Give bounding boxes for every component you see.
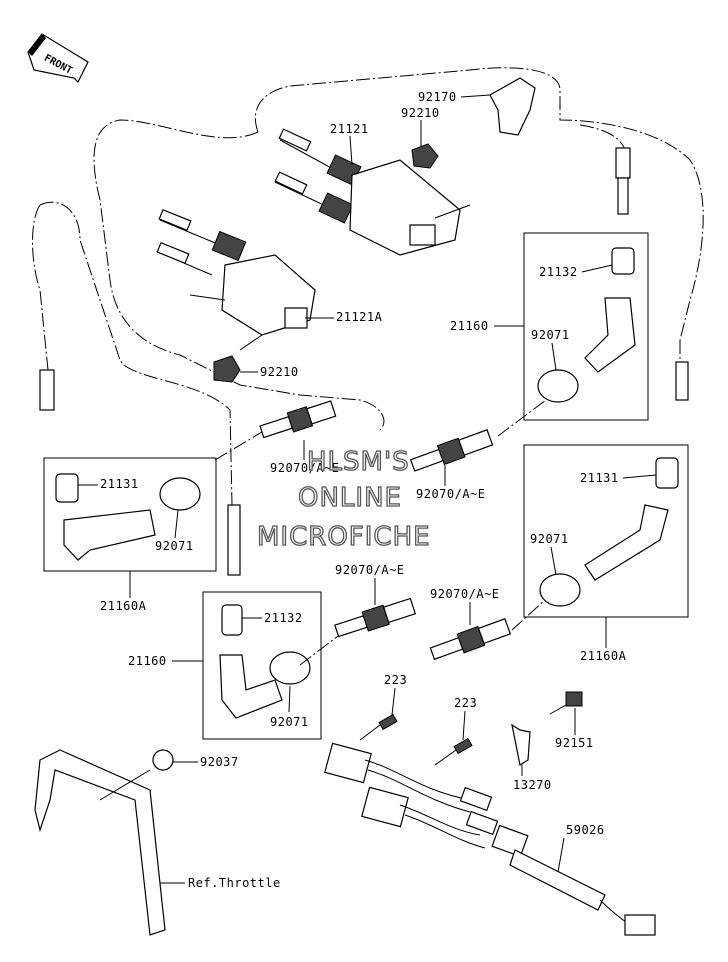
label-92071-top-right: 92071	[531, 328, 570, 342]
screw-223-b	[434, 737, 473, 766]
throttle-bracket-92037	[34, 749, 174, 936]
screw-223-a	[359, 713, 398, 741]
spark-plug-4	[429, 618, 512, 661]
wire-route-left	[39, 201, 233, 506]
wire-harness-59026	[324, 742, 656, 936]
wire-route-left-2	[32, 204, 49, 371]
assembly-outline	[254, 67, 704, 341]
bolt-92210-top	[411, 143, 439, 169]
label-92070-mid-2: 92070/A~E	[430, 587, 500, 601]
label-21121A: 21121A	[336, 310, 383, 324]
label-223-a: 223	[384, 673, 407, 687]
label-21132-low: 21132	[264, 611, 303, 625]
label-92070-center-1: 92070/A~E	[270, 461, 340, 475]
bolt-92210-low	[213, 355, 241, 383]
label-92070-center-2: 92070/A~E	[416, 487, 486, 501]
label-92210-low: 92210	[260, 365, 299, 379]
assembly-outline-lower	[93, 119, 385, 431]
label-223-b: 223	[454, 696, 477, 710]
spark-plug-2	[409, 429, 494, 472]
plug-cap-assembly-low	[219, 504, 311, 719]
label-21160-low: 21160	[128, 654, 167, 668]
label-92071-low: 92071	[270, 715, 309, 729]
front-arrow-icon: FRONT	[27, 33, 89, 84]
clamp-92170	[489, 77, 536, 136]
label-92071-right: 92071	[530, 532, 569, 546]
spark-plug-3	[334, 597, 417, 638]
label-92210-top: 92210	[401, 106, 440, 120]
plug-cap-assembly-right	[539, 361, 689, 607]
label-92170: 92170	[418, 90, 457, 104]
label-21160-top: 21160	[450, 319, 489, 333]
label-92071-left: 92071	[155, 539, 194, 553]
ignition-coil-21121A	[156, 208, 316, 351]
label-59026: 59026	[566, 823, 605, 837]
label-ref-throttle: Ref.Throttle	[188, 876, 281, 890]
label-92070-mid-1: 92070/A~E	[335, 563, 405, 577]
watermark-line-1: HLSM'S	[307, 447, 410, 477]
label-21160A-left: 21160A	[100, 599, 147, 613]
label-13270: 13270	[513, 778, 552, 792]
plug-cap-assembly-left	[39, 369, 201, 561]
spark-plug-1	[259, 400, 337, 439]
wire-route-right	[579, 124, 626, 151]
label-21160A-right: 21160A	[580, 649, 627, 663]
watermark-line-3: MICROFICHE	[257, 522, 431, 552]
label-21131-right: 21131	[580, 471, 619, 485]
label-21121: 21121	[330, 122, 369, 136]
label-21131-left: 21131	[100, 477, 139, 491]
holder-13270	[511, 723, 531, 766]
label-21132-top: 21132	[539, 265, 578, 279]
label-92151: 92151	[555, 736, 594, 750]
bolt-92151	[549, 691, 583, 715]
label-92037: 92037	[200, 755, 239, 769]
cap-box-low	[202, 591, 322, 740]
watermark-line-2: ONLINE	[298, 483, 402, 513]
ignition-coil-21121	[274, 128, 471, 256]
plug-cap-assembly-top-right	[537, 147, 636, 403]
